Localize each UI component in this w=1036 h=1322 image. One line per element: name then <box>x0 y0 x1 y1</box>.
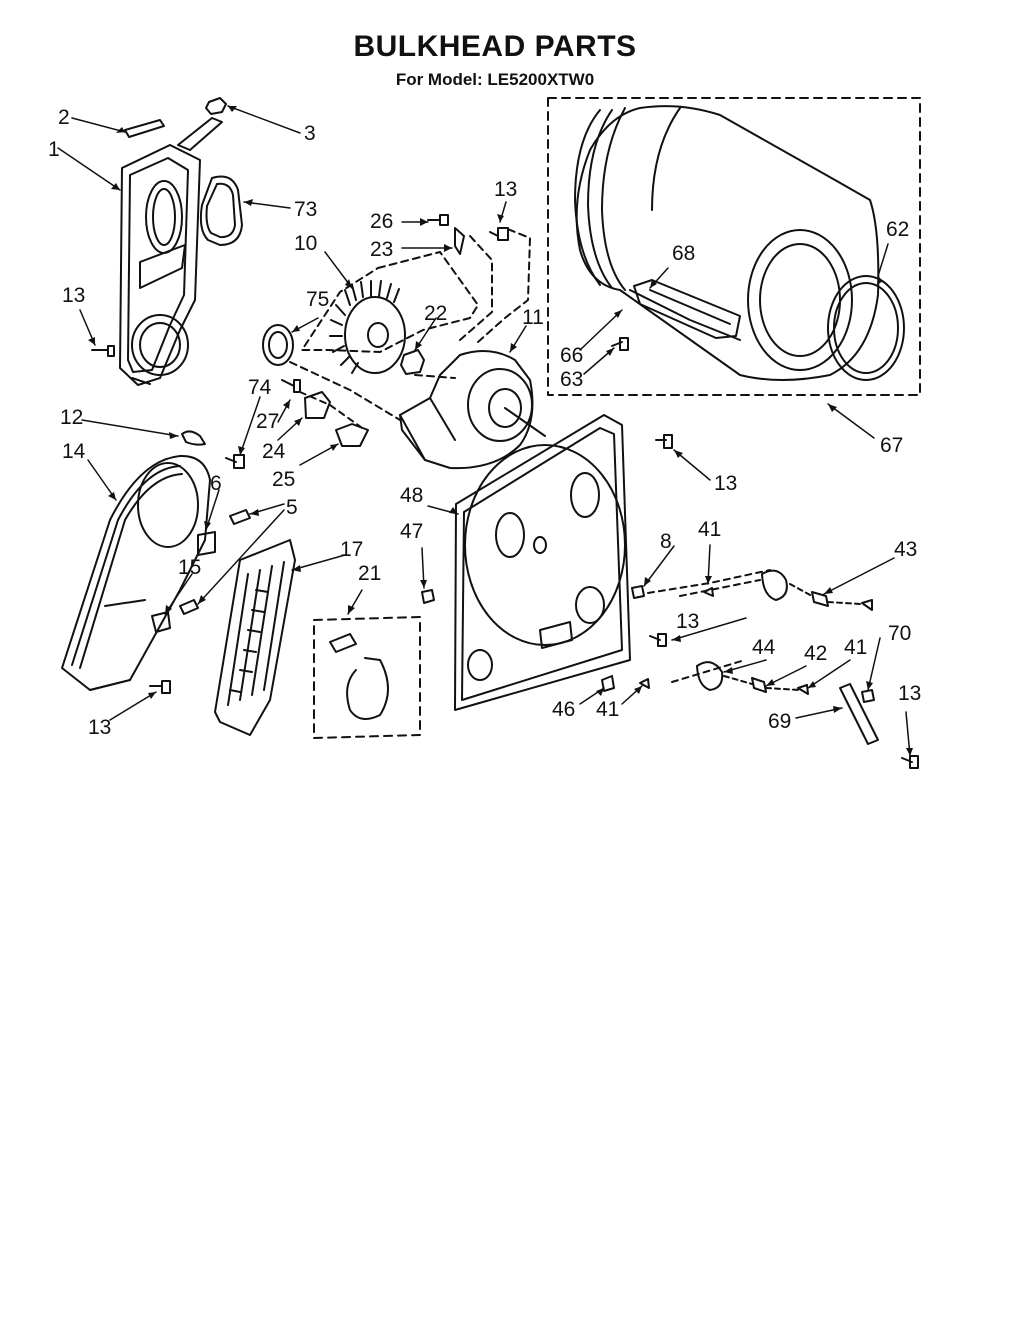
callout-label: 23 <box>370 238 393 261</box>
part-seal-75 <box>262 324 294 366</box>
callout-label: 46 <box>552 698 575 721</box>
page-title: BULKHEAD PARTS <box>353 30 637 63</box>
part-fuse <box>329 633 357 653</box>
part-clip-41 <box>861 599 873 611</box>
part-gasket-73 <box>199 175 243 246</box>
callout-label: 69 <box>768 710 791 733</box>
part-washer-70 <box>861 689 875 703</box>
callout-label: 5 <box>286 496 298 519</box>
part-drum <box>574 105 880 381</box>
part-nut <box>205 97 227 115</box>
part-screw <box>281 379 301 393</box>
callout-label: 15 <box>178 556 201 579</box>
part-shaft-43 <box>811 591 829 607</box>
callout-label: 1 <box>48 138 60 161</box>
callout-label: 14 <box>62 440 86 463</box>
part-clip-41 <box>703 587 714 597</box>
part-heater-duct <box>61 454 211 691</box>
callout-label: 3 <box>304 122 316 145</box>
part-washer-8 <box>631 585 645 599</box>
callout-label: 62 <box>886 218 909 241</box>
part-screw <box>649 633 667 647</box>
part-clip <box>124 119 165 138</box>
callout-label: 42 <box>804 642 827 665</box>
callout-label: 22 <box>424 302 447 325</box>
part-clip-12 <box>181 430 206 446</box>
callout-label: 11 <box>522 306 544 329</box>
part-screw <box>91 345 115 357</box>
callout-label: 70 <box>888 622 911 645</box>
callout-label: 67 <box>880 434 903 457</box>
part-screw <box>149 680 171 694</box>
callout-label: 10 <box>294 232 317 255</box>
callout-label: 74 <box>248 376 272 399</box>
callout-label: 41 <box>698 518 721 541</box>
callout-label: 63 <box>560 368 583 391</box>
part-hub-22 <box>400 349 425 375</box>
part-heating-element <box>214 539 296 736</box>
model-subtitle: For Model: LE5200XTW0 <box>395 70 595 89</box>
callout-label: 8 <box>660 530 672 553</box>
part-bracket-6 <box>197 531 216 556</box>
part-roller-44 <box>696 661 724 691</box>
callout-label: 44 <box>752 636 776 659</box>
callout-label: 48 <box>400 484 423 507</box>
part-thermostat-24 <box>304 391 331 419</box>
part-thermostat-25 <box>335 423 369 447</box>
callout-label: 13 <box>62 284 85 307</box>
part-blower-wheel <box>329 280 406 374</box>
callout-label: 13 <box>494 178 517 201</box>
callout-labels: 1 2 3 73 13 10 26 23 13 75 22 11 12 74 2… <box>48 106 921 739</box>
callout-label: 41 <box>844 636 867 659</box>
callout-label: 25 <box>272 468 295 491</box>
part-screw <box>611 337 629 351</box>
part-bracket-15 <box>151 611 171 633</box>
callout-label: 12 <box>60 406 83 429</box>
callout-label: 24 <box>262 440 286 463</box>
part-shaft-42 <box>751 677 767 693</box>
callout-label: 13 <box>714 472 737 495</box>
callout-label: 2 <box>58 106 70 129</box>
callout-label: 75 <box>306 288 329 311</box>
part-screw <box>179 599 199 615</box>
callout-label: 6 <box>210 472 222 495</box>
part-support-69 <box>839 683 879 745</box>
part-bracket <box>177 117 223 151</box>
part-bracket-23 <box>454 227 465 255</box>
part-wire <box>346 657 389 720</box>
part-screw <box>489 227 509 241</box>
part-screw <box>427 214 449 226</box>
part-nut-47 <box>421 589 435 604</box>
callout-label: 17 <box>340 538 363 561</box>
part-rear-panel <box>119 144 201 386</box>
callout-label: 41 <box>596 698 619 721</box>
part-screw <box>655 434 673 449</box>
callout-label: 13 <box>898 682 921 705</box>
callout-label: 47 <box>400 520 423 543</box>
callout-label: 68 <box>672 242 695 265</box>
part-blower-housing <box>399 350 546 470</box>
part-washer-46 <box>601 675 615 692</box>
callout-label: 21 <box>358 562 381 585</box>
callout-label: 73 <box>294 198 317 221</box>
part-clip-41 <box>639 678 650 689</box>
callout-label: 66 <box>560 344 583 367</box>
callout-label: 43 <box>894 538 917 561</box>
part-roller-44-top <box>761 569 788 601</box>
part-front-bulkhead <box>454 414 631 711</box>
callout-label: 26 <box>370 210 393 233</box>
callout-label: 13 <box>88 716 111 739</box>
callout-label: 13 <box>676 610 699 633</box>
part-clip-41 <box>797 684 809 695</box>
part-screw <box>225 454 245 469</box>
part-drum-seal-62 <box>827 275 905 381</box>
callout-label: 27 <box>256 410 279 433</box>
part-screw <box>901 755 919 769</box>
part-screw <box>229 509 251 525</box>
